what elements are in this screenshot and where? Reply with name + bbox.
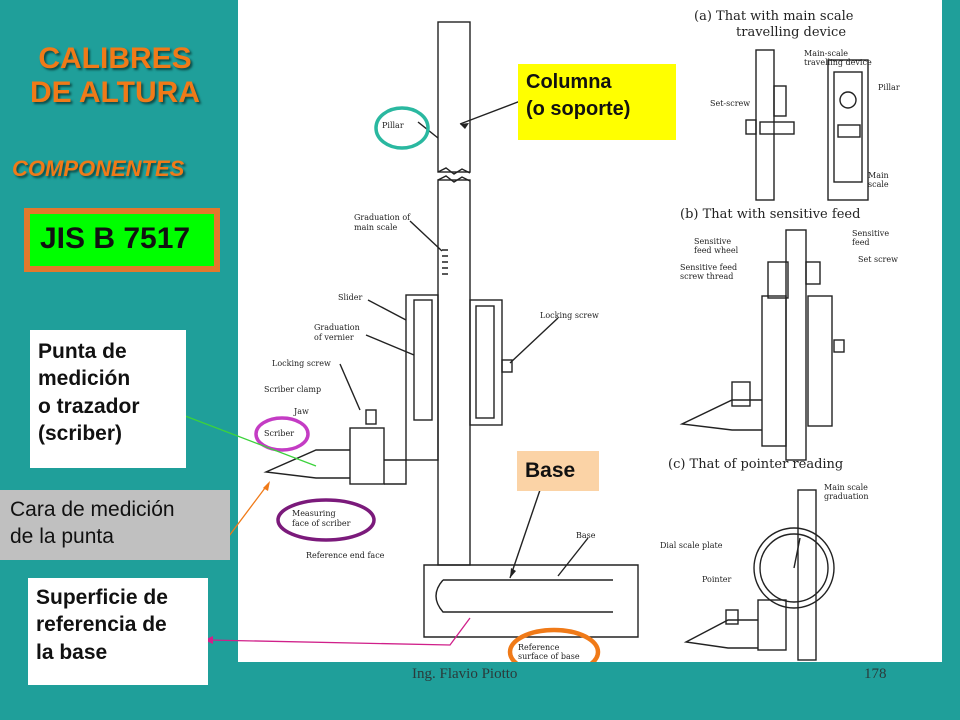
label-reference-end-face: Reference end face xyxy=(306,551,385,560)
label-main-scale-1: Main xyxy=(868,171,889,180)
label-scriber-clamp: Scriber clamp xyxy=(264,385,321,394)
label-locking-screw-right: Locking screw xyxy=(540,311,599,320)
callout-punta: Punta de medición o trazador (scriber) xyxy=(30,330,186,468)
title-line-1: CALIBRES xyxy=(38,42,192,75)
label-measuring-face-1: Measuring xyxy=(292,509,336,518)
label-reference-surface-1: Reference xyxy=(518,643,560,652)
label-sens-wheel-2: feed wheel xyxy=(694,246,739,255)
label-graduation-vernier-1: Graduation xyxy=(314,323,360,332)
label-sens-thread-1: Sensitive feed xyxy=(680,263,737,272)
callout-punta-line-4: (scriber) xyxy=(38,421,123,445)
label-main-scale-2: scale xyxy=(868,180,889,189)
label-pointer: Pointer xyxy=(702,575,732,584)
label-sens-wheel-1: Sensitive xyxy=(694,237,731,246)
label-graduation-main-1: Graduation of xyxy=(354,213,411,222)
callout-base: Base xyxy=(517,451,599,491)
technical-drawing-svg: Pillar Graduation of main scale Slider G… xyxy=(254,9,900,662)
label-base: Base xyxy=(576,531,596,540)
callout-punta-line-3: o trazador xyxy=(38,394,140,418)
label-set-screw-a: Set-screw xyxy=(710,99,750,108)
callout-punta-line-2: medición xyxy=(38,367,131,391)
slide-subtitle: COMPONENTES xyxy=(12,156,185,181)
callout-superficie-line-1: Superficie de xyxy=(36,586,168,609)
detail-b-title: (b) That with sensitive feed xyxy=(680,207,860,222)
label-main-scale-grad-1: Main scale xyxy=(824,483,868,492)
callout-columna-line-2: (o soporte) xyxy=(526,98,631,120)
callout-superficie: Superficie de referencia de la base xyxy=(28,578,208,685)
callout-punta-line-1: Punta de xyxy=(38,340,127,363)
label-scriber: Scriber xyxy=(264,429,294,438)
label-graduation-main-2: main scale xyxy=(354,223,398,232)
label-reference-surface-2: surface of base xyxy=(518,652,580,661)
detail-a-title-2: travelling device xyxy=(736,25,846,40)
callout-cara: Cara de medición de la punta xyxy=(0,490,230,560)
detail-c-title: (c) That of pointer reading xyxy=(668,457,843,472)
label-pillar: Pillar xyxy=(382,121,404,130)
label-graduation-vernier-2: of vernier xyxy=(314,333,354,342)
label-sens-feed-1: Sensitive xyxy=(852,229,889,238)
title-line-2: DE ALTURA xyxy=(30,75,200,109)
footer-page-number: 178 xyxy=(864,666,887,682)
detail-a-title-1: (a) That with main scale xyxy=(694,9,854,24)
label-locking-screw-left: Locking screw xyxy=(272,359,331,368)
label-sens-thread-2: screw thread xyxy=(680,272,733,281)
callout-cara-line-1: Cara de medición xyxy=(10,498,175,521)
callout-cara-line-2: de la punta xyxy=(10,525,114,549)
callout-superficie-line-2: referencia de xyxy=(36,613,167,637)
slide-title: CALIBRES DE ALTURA xyxy=(10,42,220,109)
standard-text: JIS B 7517 xyxy=(40,222,191,255)
label-slider: Slider xyxy=(338,293,362,302)
callout-superficie-line-3: la base xyxy=(36,640,108,664)
label-set-screw-b: Set screw xyxy=(858,255,898,264)
label-jaw: Jaw xyxy=(293,407,309,416)
footer-author: Ing. Flavio Piotto xyxy=(412,666,518,682)
label-dial-scale-plate: Dial scale plate xyxy=(660,541,723,550)
label-main-scale-travel-1: Main-scale xyxy=(804,49,848,58)
label-main-scale-travel-2: travelling device xyxy=(804,58,872,67)
label-measuring-face-2: face of scriber xyxy=(292,519,351,528)
callout-columna-line-1: Columna xyxy=(526,71,612,93)
label-sens-feed-2: feed xyxy=(852,238,870,247)
label-main-scale-grad-2: graduation xyxy=(824,492,869,501)
standard-badge: JIS B 7517 xyxy=(24,208,220,272)
callout-columna: Columna (o soporte) xyxy=(518,64,676,140)
label-pillar-a: Pillar xyxy=(878,83,900,92)
